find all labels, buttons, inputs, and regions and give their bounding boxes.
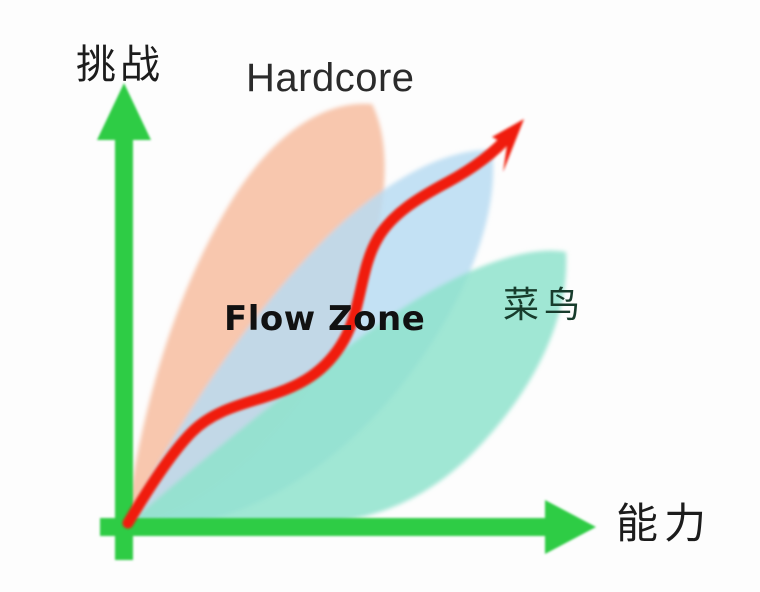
ability-axis-label: 能力 [616, 499, 713, 548]
zone-label-newbie: 菜鸟 [503, 285, 586, 326]
progress-curve [122, 128, 516, 529]
zone-newbie-shape [130, 250, 567, 524]
challenge-axis-label: 挑战 [76, 42, 164, 88]
ability-axis [100, 500, 596, 554]
axes-group [97, 83, 596, 560]
progress-curve-group [122, 119, 524, 529]
challenge-axis [97, 83, 151, 560]
zone-label-flow-zone: Flow Zone [224, 299, 426, 339]
progress-curve-arrowhead [492, 119, 524, 172]
zone-flow-shape [128, 149, 494, 522]
zone-label-hardcore: Hardcore [246, 56, 415, 100]
zone-petals [126, 103, 567, 524]
